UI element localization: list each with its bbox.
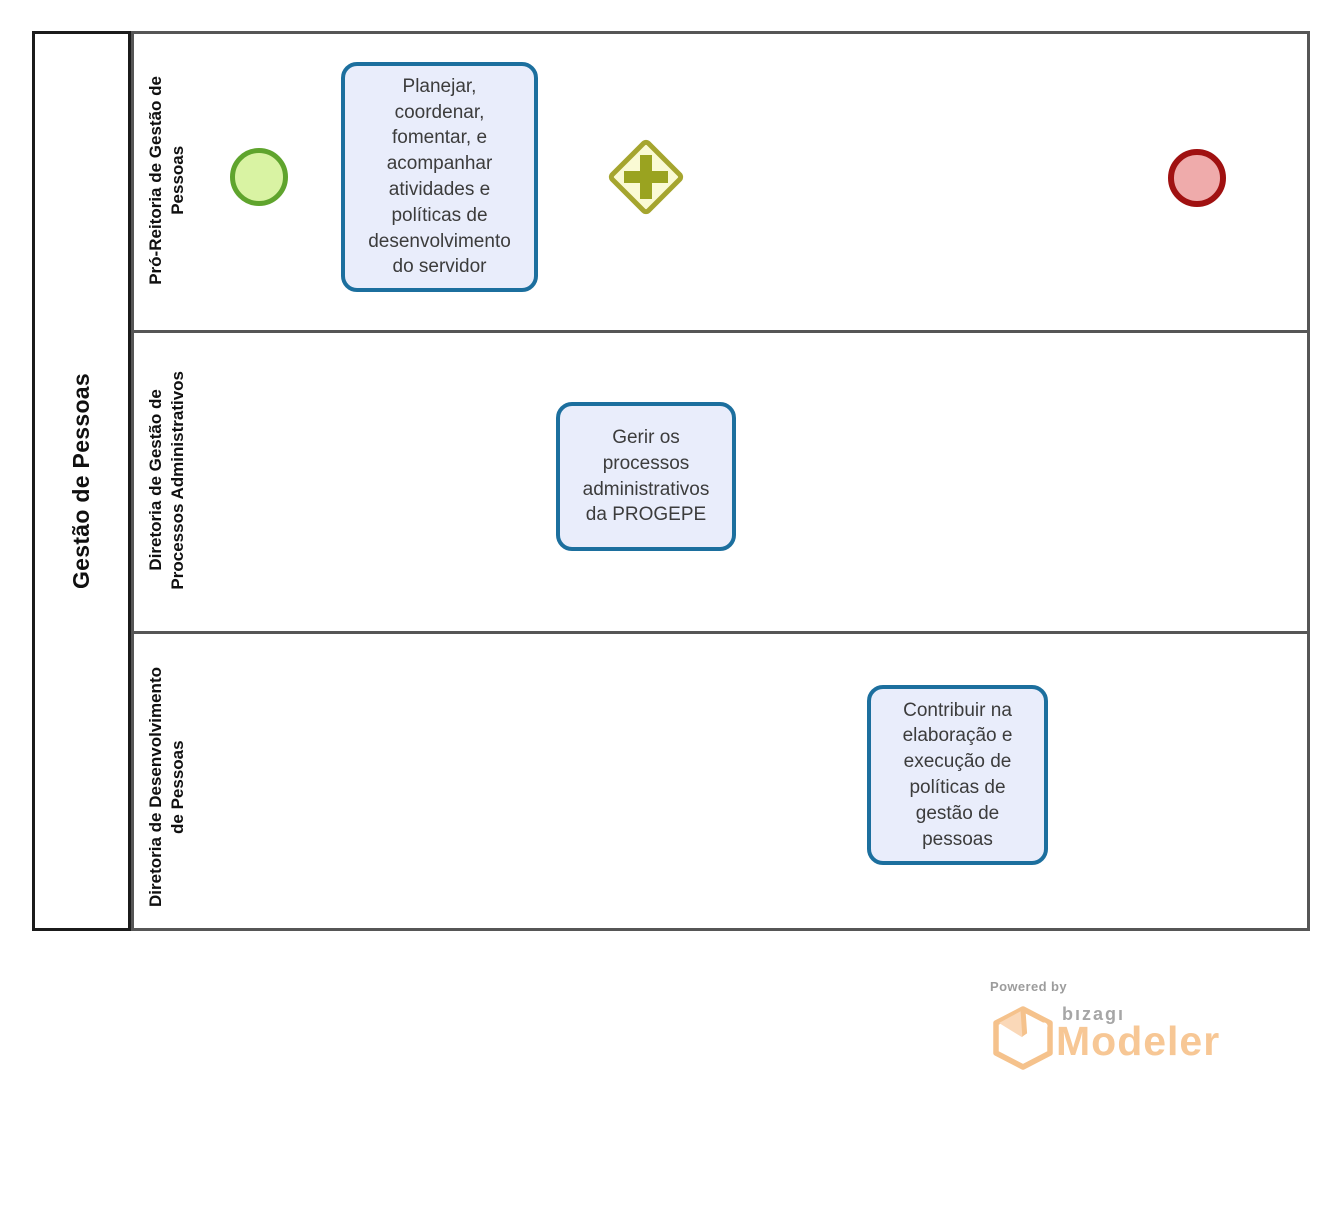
task-contribuir-politicas: Contribuir na elaboração e execução de p… <box>867 685 1048 865</box>
lane-divider-1 <box>131 330 1310 333</box>
end-event <box>1168 149 1226 207</box>
powered-by-label: Powered by <box>990 979 1067 994</box>
task-gerir-processos: Gerir os processos administrativos da PR… <box>556 402 736 551</box>
lane-3-title: Diretoria de Desenvolvimento de Pessoas <box>145 667 187 907</box>
modeler-wordmark: Modeler <box>1056 1018 1221 1064</box>
lane-1-label-strip: Pró-Reitoria de Gestão de Pessoas <box>134 31 200 330</box>
lane-2-title: Diretoria de Gestão de Processos Adminis… <box>145 371 187 590</box>
parallel-gateway <box>605 136 687 218</box>
bizagi-hexagon-icon <box>993 1006 1053 1070</box>
bizagi-wordmark: bızagı <box>1062 1004 1126 1024</box>
pool-header: Gestão de Pessoas <box>32 31 131 931</box>
pool-title: Gestão de Pessoas <box>68 372 94 590</box>
task-planejar-label: Planejar, coordenar, fomentar, e acompan… <box>368 75 511 278</box>
plus-icon <box>640 155 652 199</box>
bizagi-branding: Powered by bızagı Modeler <box>990 979 1270 1072</box>
task-planejar-coordenar: Planejar, coordenar, fomentar, e acompan… <box>341 62 538 292</box>
lane-1-title: Pró-Reitoria de Gestão de Pessoas <box>145 76 187 285</box>
start-event <box>230 148 288 206</box>
lane-2-label-strip: Diretoria de Gestão de Processos Adminis… <box>134 330 200 631</box>
task-gerir-label: Gerir os processos administrativos da PR… <box>582 426 710 526</box>
lane-divider-2 <box>131 631 1310 634</box>
brand-row: bızagı Modeler <box>990 1002 1270 1072</box>
lane-3-label-strip: Diretoria de Desenvolvimento de Pessoas <box>134 631 200 943</box>
task-contribuir-label: Contribuir na elaboração e execução de p… <box>902 699 1013 850</box>
